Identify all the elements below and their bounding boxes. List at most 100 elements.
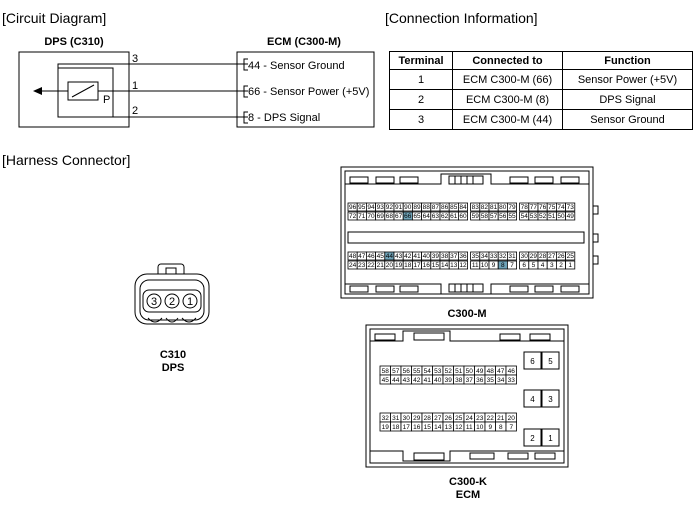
cell-terminal: 1 [389, 69, 453, 90]
pin-number: 2 [559, 262, 563, 269]
pin-number: 49 [476, 368, 484, 375]
pin-number: 20 [386, 262, 394, 269]
pin-cell [457, 202, 468, 212]
ecm-pin-8-label: 8 - DPS Signal [248, 112, 320, 124]
pin-number: 35 [472, 253, 480, 260]
big-pin-number: 2 [530, 434, 535, 443]
pin-number: 70 [367, 213, 375, 220]
ecm-pin-66-label: 66 - Sensor Power (+5V) [248, 86, 369, 98]
pin-number: 34 [497, 377, 505, 384]
pin-number: 53 [434, 368, 442, 375]
big-pin-number: 5 [548, 357, 553, 366]
c310-connector [134, 263, 210, 325]
pin-cell [506, 211, 517, 221]
pin-number: 29 [530, 253, 538, 260]
pin-number: 11 [466, 424, 473, 431]
big-pin-cell [541, 351, 560, 370]
pin-number: 74 [557, 204, 565, 211]
header-connected-to: Connected to [452, 51, 563, 70]
pin-cell [457, 260, 468, 270]
pin-number: 77 [530, 204, 538, 211]
pin-number: 50 [466, 368, 474, 375]
pin-number: 41 [413, 253, 421, 260]
pin-number: 60 [459, 213, 467, 220]
pin-cell [506, 260, 517, 270]
pin-number: 28 [424, 415, 432, 422]
pin-number: 79 [508, 204, 516, 211]
c310-pin-3: 3 [151, 296, 157, 308]
c300k-ecm-label: ECM [456, 489, 480, 501]
pin-number: 95 [358, 204, 366, 211]
pin-number: 45 [382, 377, 390, 384]
pin-number: 44 [386, 253, 394, 260]
c300m-connector [340, 166, 599, 299]
pin-number: 4 [541, 262, 545, 269]
pin-number: 55 [508, 213, 516, 220]
pin-number: 50 [557, 213, 565, 220]
pin-number: 18 [404, 262, 412, 269]
pin-number: 9 [488, 424, 492, 431]
pin-number: 48 [349, 253, 357, 260]
big-pin-cell [523, 428, 542, 447]
pin-number: 83 [472, 204, 480, 211]
pin-number: 40 [434, 377, 442, 384]
pin-number: 33 [508, 377, 516, 384]
dps-pin-3: 3 [132, 53, 138, 65]
pin-number: 5 [532, 262, 536, 269]
pin-number: 22 [487, 415, 495, 422]
big-pin-cell [541, 389, 560, 408]
pin-number: 11 [472, 262, 479, 269]
pin-number: 73 [567, 204, 575, 211]
pin-number: 39 [445, 377, 453, 384]
pin-cell [565, 260, 576, 270]
pin-number: 54 [521, 213, 529, 220]
pin-cell [506, 251, 517, 261]
pin-number: 36 [459, 253, 467, 260]
pin-number: 10 [481, 262, 489, 269]
pin-number: 72 [349, 213, 357, 220]
table-row: 3 ECM C300-M (44) Sensor Ground [389, 109, 693, 130]
pin-number: 26 [445, 415, 453, 422]
pin-number: 37 [450, 253, 458, 260]
dps-pin-2: 2 [132, 105, 138, 117]
pin-number: 43 [395, 253, 403, 260]
pin-number: 8 [499, 424, 503, 431]
pin-number: 57 [392, 368, 400, 375]
pin-number: 40 [423, 253, 431, 260]
pin-number: 25 [567, 253, 575, 260]
connection-table: Terminal Connected to Function 1 ECM C30… [389, 51, 693, 130]
ecm-box [236, 51, 375, 128]
pin-cell [505, 421, 517, 432]
big-pin-number: 3 [548, 395, 553, 404]
pin-number: 65 [413, 213, 421, 220]
pin-number: 51 [455, 368, 463, 375]
pin-number: 32 [499, 253, 507, 260]
cell-connected-to: ECM C300-M (8) [452, 89, 563, 110]
pin-number: 69 [377, 213, 385, 220]
pin-number: 76 [539, 204, 547, 211]
pin-number: 31 [508, 253, 516, 260]
pin-number: 32 [382, 415, 390, 422]
pin-number: 49 [567, 213, 575, 220]
pin-number: 17 [413, 262, 421, 269]
pin-number: 44 [392, 377, 400, 384]
pin-number: 15 [424, 424, 432, 431]
pin-number: 87 [432, 204, 440, 211]
pin-number: 21 [377, 262, 385, 269]
pin-number: 86 [441, 204, 449, 211]
pin-number: 34 [481, 253, 489, 260]
pin-cell [457, 251, 468, 261]
pin-number: 10 [476, 424, 484, 431]
big-pin-number: 4 [530, 395, 535, 404]
pin-number: 24 [466, 415, 474, 422]
cell-function: Sensor Ground [562, 109, 693, 130]
pin-number: 7 [509, 424, 513, 431]
pin-number: 25 [455, 415, 463, 422]
pin-number: 59 [472, 213, 480, 220]
pin-number: 90 [404, 204, 412, 211]
sensor-symbol-label: P [103, 94, 110, 106]
pin-number: 24 [349, 262, 357, 269]
pin-number: 16 [413, 424, 421, 431]
pin-number: 12 [459, 262, 467, 269]
